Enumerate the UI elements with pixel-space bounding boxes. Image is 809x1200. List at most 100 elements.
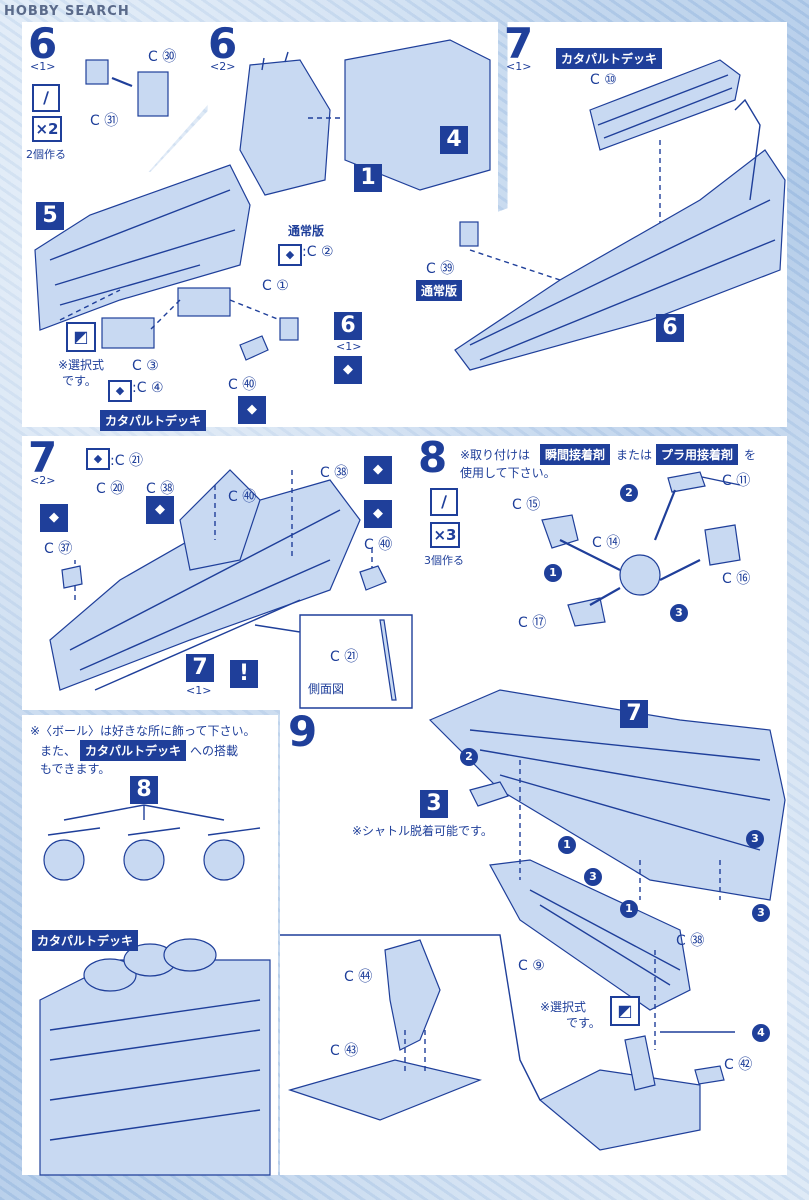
ref-5: 5: [36, 202, 64, 230]
ball-note-line-2a: また、: [40, 744, 77, 758]
ball-note-line-3: もできます。: [40, 762, 111, 776]
part-c9: C ⑨: [518, 958, 545, 974]
part-c15: C ⑮: [512, 497, 541, 513]
part-c38-b: C ㊳: [320, 465, 349, 481]
order-circle-9-b: 1: [558, 836, 576, 854]
part-c40-b: C ㊵: [364, 537, 393, 553]
glue-icon-7d: ◆: [364, 500, 392, 528]
order-circle-1: 1: [544, 564, 562, 582]
part-c10: C ⑩: [590, 72, 617, 88]
step-9-number: 9: [288, 707, 318, 756]
part-c40-a: C ㊵: [228, 489, 257, 505]
ref-7-sub: <1>: [186, 684, 212, 697]
part-c43: C ㊸: [330, 1043, 359, 1059]
ref-6-sub: <1>: [336, 340, 362, 353]
part-c16: C ⑯: [722, 571, 751, 587]
glue-note-c: を: [744, 448, 757, 462]
part-c14: C ⑭: [592, 535, 621, 551]
part-c21: C ㉑: [330, 649, 359, 665]
order-circle-3: 3: [670, 604, 688, 622]
step-6-2-sub: <2>: [210, 60, 236, 73]
order-circle-2: 2: [620, 484, 638, 502]
glue-icon-7b: ◆: [146, 496, 174, 524]
ref-4: 4: [440, 126, 468, 154]
part-c17: C ⑰: [518, 615, 547, 631]
part-c44: C ㊹: [344, 969, 373, 985]
step-7-1-sub: <1>: [506, 60, 532, 73]
option-icon-c4: ◆: [108, 380, 132, 402]
part-c39: C ㊴: [426, 261, 455, 277]
ref-6: 6: [334, 312, 362, 340]
part-c38-a: C ㊳: [146, 481, 175, 497]
order-circle-9-c: 3: [584, 868, 602, 886]
option-icon-c2: ◆: [278, 244, 302, 266]
step-8-number: 8: [418, 433, 448, 482]
part-c40-6: C ㊵: [228, 377, 257, 393]
ref-8: 8: [130, 776, 158, 804]
part-c37: C ㊲: [44, 541, 73, 557]
step-7-2-sub: <2>: [30, 474, 56, 487]
glue-note-b: または: [616, 448, 653, 462]
order-circle-9-e: 3: [746, 830, 764, 848]
shuttle-note: ※シャトル脱着可能です。: [352, 824, 493, 838]
version-tag-6-2: 通常版: [288, 224, 325, 238]
option-icon-c21: ◆: [86, 448, 110, 470]
part-c11: C ⑪: [722, 473, 751, 489]
part-c38-9: C ㊳: [676, 933, 705, 949]
glue-icon-a: ◆: [334, 356, 362, 384]
select-icon: ◩: [66, 322, 96, 352]
knife-icon: ∕: [32, 84, 60, 112]
glue-tag-plastic: プラ用接着剤: [656, 444, 739, 465]
glue-icon-b: ◆: [238, 396, 266, 424]
part-c42: C ㊷: [724, 1057, 753, 1073]
select-icon-9: ◩: [610, 996, 640, 1026]
side-view-label: 側面図: [308, 682, 345, 696]
order-circle-9-a: 2: [460, 748, 478, 766]
part-c20: C ⑳: [96, 481, 125, 497]
option-c4: :C ④: [132, 380, 164, 396]
glue-note-d: 使用して下さい。: [460, 466, 556, 480]
select-note-9-2: です。: [566, 1016, 601, 1030]
ref-6-7: 6: [656, 314, 684, 342]
ref-3-9: 3: [420, 790, 448, 818]
select-note-6-1: ※選択式: [58, 358, 105, 372]
repeat-note-8: 3個作る: [424, 554, 464, 567]
ball-note-line-1: ※〈ボール〉は好きな所に飾って下さい。: [30, 724, 256, 738]
watermark-logo: HOBBY SEARCH: [4, 4, 130, 19]
option-c2: :C ②: [302, 244, 334, 260]
catapult-tag-ball: カタパルトデッキ: [80, 740, 187, 761]
step-6-2-number: 6: [208, 19, 238, 68]
part-c31: C ㉛: [90, 113, 119, 129]
part-c30: C ㉚: [148, 49, 177, 65]
glue-tag-instant: 瞬間接着剤: [540, 444, 611, 465]
step-7-1-number: 7: [504, 19, 534, 68]
repeat-note-6-1: 2個作る: [26, 148, 66, 161]
part-c1: C ①: [262, 278, 289, 294]
option-c21: :C ㉑: [110, 453, 143, 469]
step-6-1-sub: <1>: [30, 60, 56, 73]
select-note-6-2: です。: [62, 374, 97, 388]
catapult-tag-6: カタパルトデッキ: [100, 410, 207, 431]
ref-7-9: 7: [620, 700, 648, 728]
knife-icon-8: ∕: [430, 488, 458, 516]
step-7-2-number: 7: [28, 433, 58, 482]
catapult-tag-illus: カタパルトデッキ: [32, 930, 139, 951]
version-tag-7-1: 通常版: [416, 280, 463, 301]
ref-7: 7: [186, 654, 214, 682]
order-circle-9-g: 4: [752, 1024, 770, 1042]
select-note-9-1: ※選択式: [540, 1000, 587, 1014]
repeat-x2-badge: ×2: [32, 116, 62, 142]
glue-icon-7a: ◆: [40, 504, 68, 532]
caution-icon: !: [230, 660, 258, 688]
part-c3: C ③: [132, 358, 159, 374]
ball-note-line-2b: への搭載: [190, 744, 239, 758]
step-6-1-number: 6: [28, 19, 58, 68]
order-circle-9-d: 1: [620, 900, 638, 918]
repeat-x3-badge: ×3: [430, 522, 460, 548]
ref-1: 1: [354, 164, 382, 192]
catapult-tag-7-1: カタパルトデッキ: [556, 48, 663, 69]
glue-icon-7c: ◆: [364, 456, 392, 484]
order-circle-9-f: 3: [752, 904, 770, 922]
